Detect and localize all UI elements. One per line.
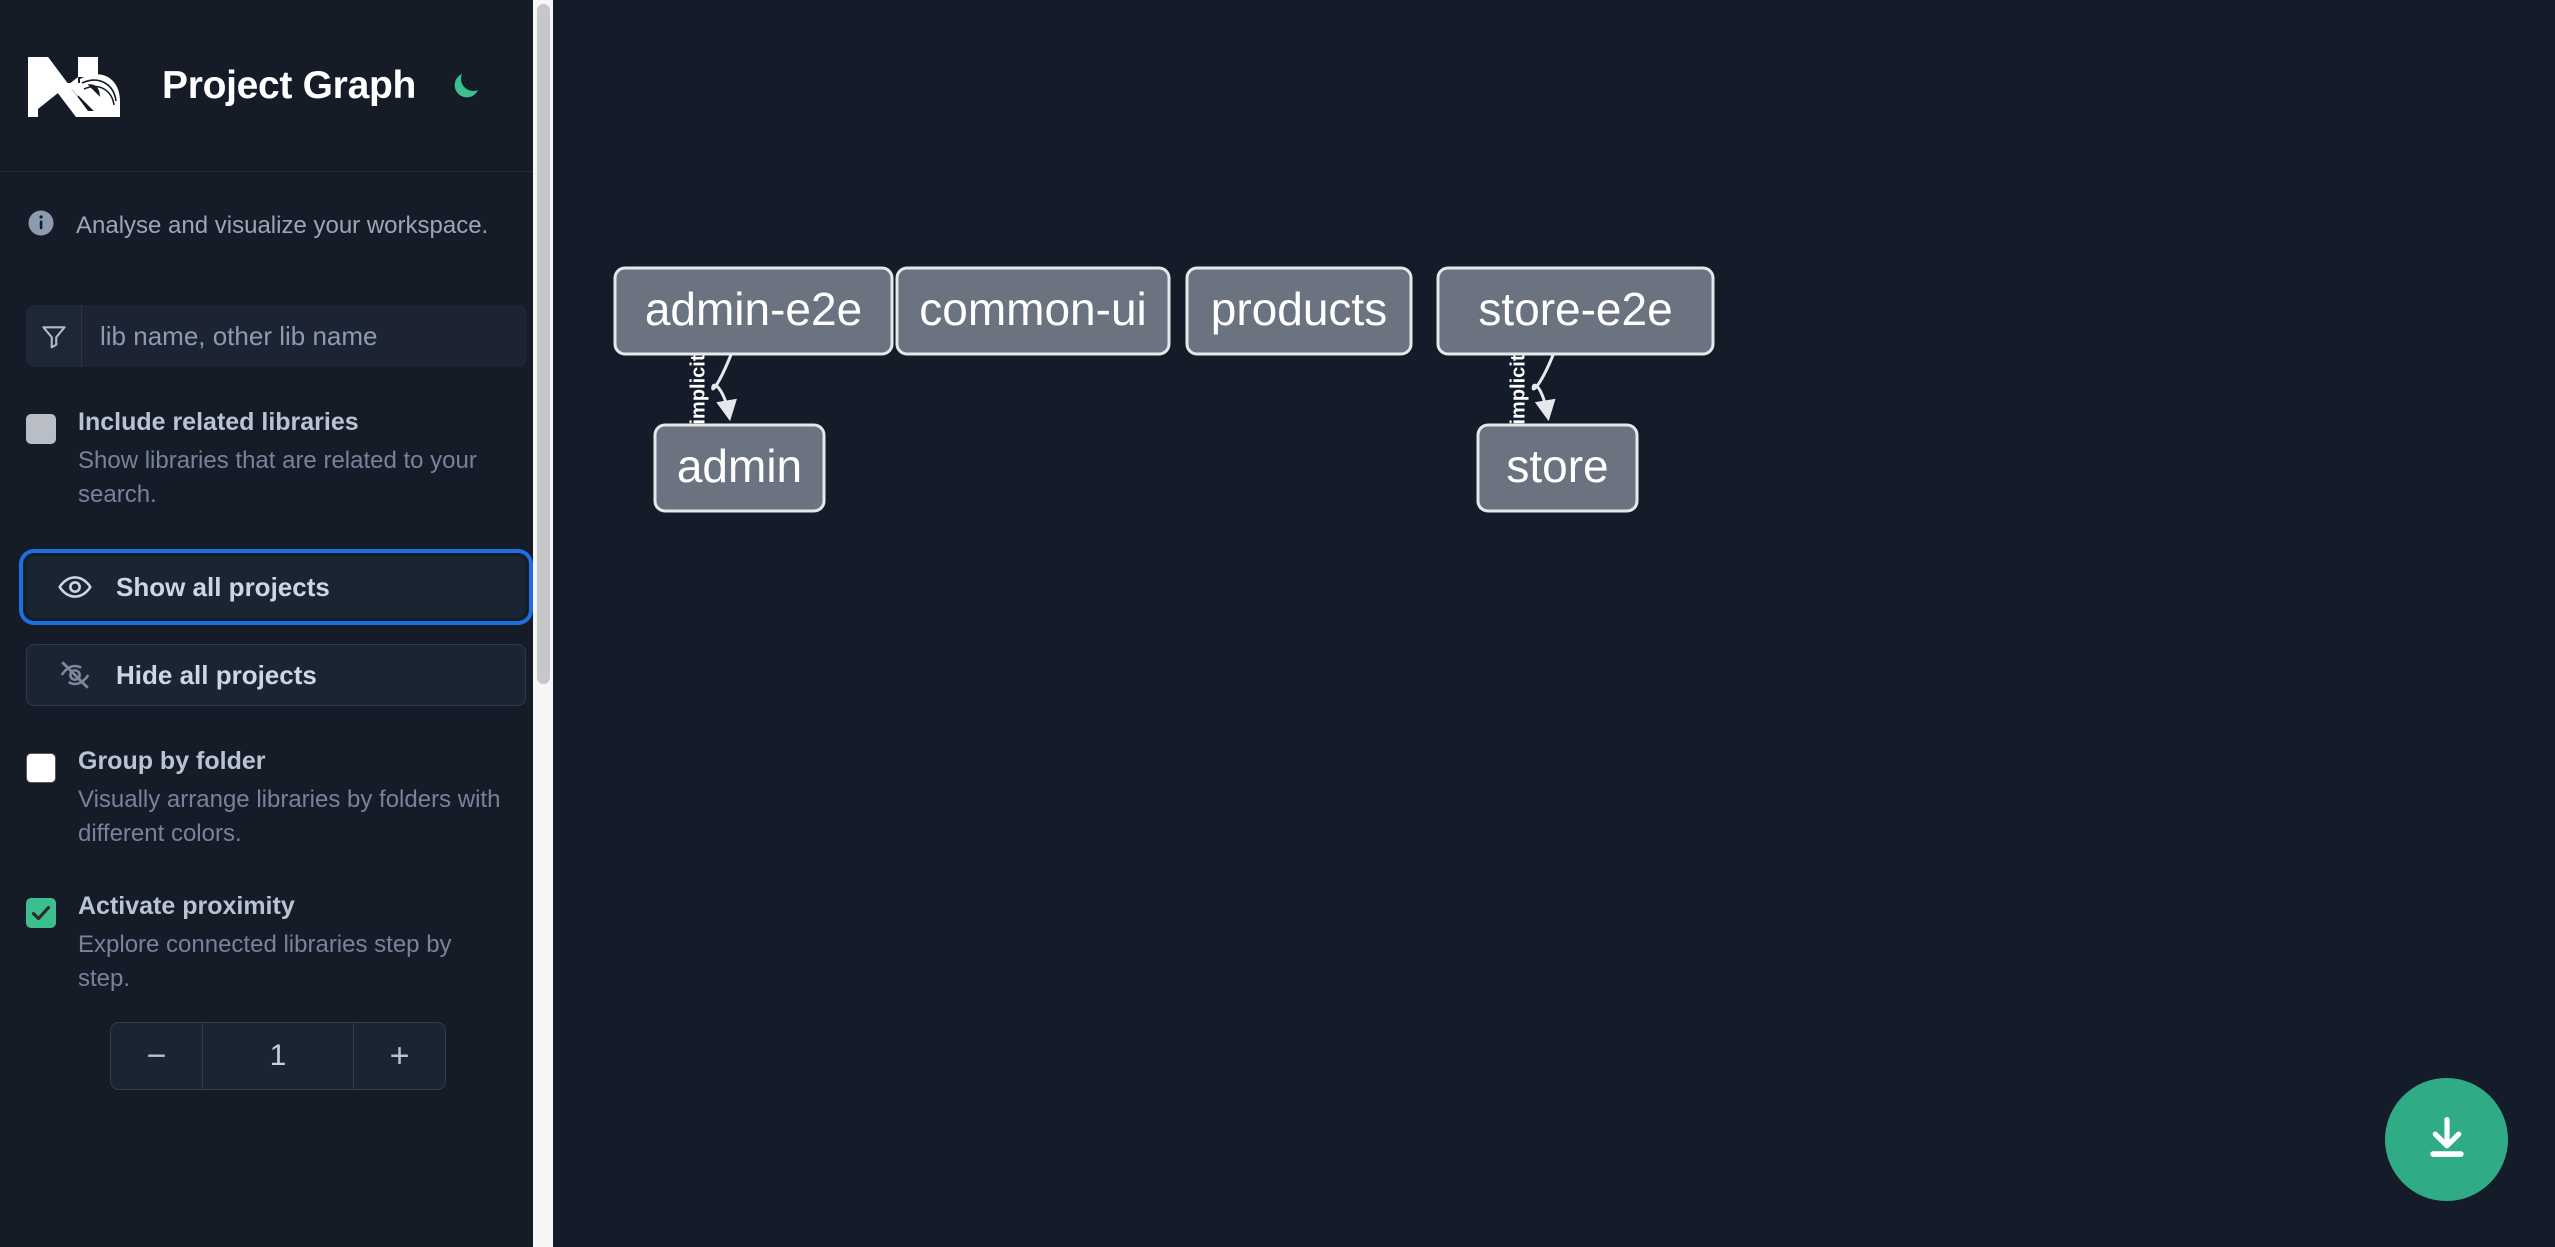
option-label: Include related libraries: [78, 408, 359, 436]
group-by-folder-checkbox[interactable]: [26, 753, 56, 784]
graph-edge-admin-e2e-to-admin[interactable]: implicit: [687, 353, 737, 425]
node-label: products: [1211, 283, 1387, 335]
include-related-libraries-checkbox[interactable]: [26, 414, 56, 444]
node-box[interactable]: [1185, 266, 1413, 356]
node-layer: admin-e2e common-ui products store-e2e admin…: [613, 266, 1715, 513]
eye-off-icon: [57, 657, 93, 693]
project-graph-svg: implicit implicit admin-e2e common-ui produ…: [613, 266, 1715, 513]
node-label: admin: [677, 440, 802, 492]
page-title: Project Graph: [162, 63, 416, 107]
option-label: Activate proximity: [78, 892, 295, 921]
show-all-projects-button[interactable]: Show all projects: [26, 556, 526, 619]
proximity-increment-button[interactable]: +: [353, 1023, 445, 1090]
graph-node-store[interactable]: store: [1476, 423, 1639, 513]
activate-proximity-checkbox[interactable]: [26, 898, 56, 929]
hide-all-projects-label: Hide all projects: [116, 659, 317, 690]
nx-logo-icon: [26, 53, 122, 119]
graph-node-admin-e2e[interactable]: admin-e2e: [613, 266, 894, 356]
node-box[interactable]: [613, 266, 894, 356]
graph-node-admin[interactable]: admin: [653, 423, 826, 513]
hide-all-projects-button[interactable]: Hide all projects: [26, 644, 526, 707]
node-box[interactable]: [1476, 423, 1639, 513]
option-description: Show libraries that are related to your …: [78, 447, 477, 509]
sidebar-scrollbar-track[interactable]: [533, 0, 553, 1247]
edge-label: implicit: [1508, 354, 1530, 424]
node-label: common-ui: [919, 283, 1147, 335]
node-box[interactable]: [1436, 266, 1715, 356]
edge-label: implicit: [687, 354, 709, 424]
proximity-decrement-button[interactable]: −: [111, 1023, 203, 1090]
search-input[interactable]: [82, 305, 527, 367]
sidebar-scroll-area: Project Graph Analyse and visualize yo: [0, 0, 553, 1247]
proximity-stepper: − 1 +: [110, 1022, 446, 1091]
proximity-value: 1: [203, 1023, 353, 1090]
option-label: Group by folder: [78, 747, 266, 776]
graph-node-common-ui[interactable]: common-ui: [895, 266, 1171, 356]
node-box[interactable]: [653, 423, 826, 513]
show-all-projects-label: Show all projects: [116, 571, 330, 602]
sidebar-scrollbar-thumb[interactable]: [537, 4, 550, 684]
moon-icon[interactable]: [446, 66, 486, 106]
edge-layer: implicit implicit: [687, 353, 1556, 425]
graph-node-products[interactable]: products: [1185, 266, 1413, 356]
funnel-filter-icon: [26, 305, 82, 367]
graph-canvas[interactable]: implicit implicit admin-e2e common-ui produ…: [553, 0, 2555, 1247]
filter-field[interactable]: [26, 305, 527, 367]
option-activate-proximity[interactable]: Activate proximity Explore connected lib…: [0, 891, 553, 996]
download-graph-button[interactable]: [2385, 1078, 2508, 1201]
option-description: Visually arrange libraries by folders wi…: [78, 786, 501, 848]
node-label: store: [1506, 440, 1608, 492]
info-circle-icon: [26, 208, 56, 243]
workspace-tagline: Analyse and visualize your workspace.: [0, 172, 553, 243]
graph-edge-store-e2e-to-store[interactable]: implicit: [1508, 353, 1556, 425]
option-include-related-libraries[interactable]: Include related libraries Show libraries…: [0, 407, 553, 512]
option-group-by-folder[interactable]: Group by folder Visually arrange librari…: [0, 746, 553, 851]
option-description: Explore connected libraries step by step…: [78, 931, 452, 993]
sidebar-header: Project Graph: [0, 0, 553, 172]
project-visibility-buttons: Show all projects Hide all projects: [26, 556, 527, 707]
sidebar: Project Graph Analyse and visualize yo: [0, 0, 553, 1247]
graph-node-store-e2e[interactable]: store-e2e: [1436, 266, 1715, 356]
node-label: store-e2e: [1478, 283, 1672, 335]
eye-icon: [57, 569, 93, 605]
download-icon: [2421, 1112, 2473, 1167]
node-box[interactable]: [895, 266, 1171, 356]
tagline-text: Analyse and visualize your workspace.: [76, 211, 489, 239]
node-label: admin-e2e: [645, 283, 862, 335]
